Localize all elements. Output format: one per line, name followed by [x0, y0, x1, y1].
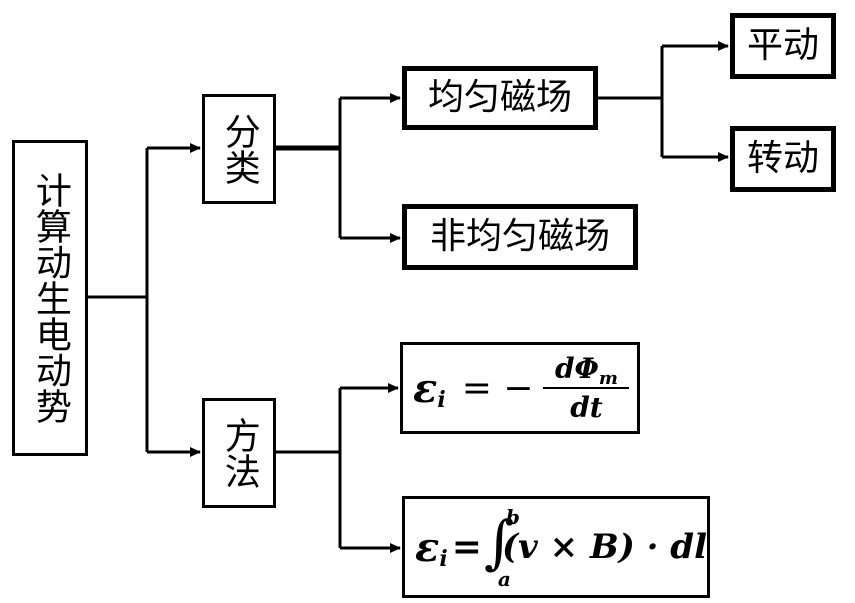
flux-denominator: dt — [570, 391, 603, 424]
integral-formula-node: ε i = ∫ b a (v × B) · dl — [402, 496, 710, 598]
nonuniform-field-label: 非均匀磁场 — [429, 216, 610, 257]
rotation-label: 转动 — [746, 138, 819, 179]
flux-fraction: dΦ m dt — [543, 352, 630, 424]
nonuniform-field-node: 非均匀磁场 — [402, 204, 638, 270]
classification-node: 分类 — [202, 94, 276, 204]
flux-formula-node: ε i = − dΦ m dt — [400, 342, 640, 434]
uniform-field-label: 均匀磁场 — [427, 77, 572, 118]
integral-body: (v × B) · dl — [501, 527, 707, 567]
fraction-bar — [543, 387, 630, 389]
root-label: 计算动生电动势 — [29, 172, 71, 424]
integral-glyph: ∫ — [483, 508, 515, 576]
flux-numerator-subscript: m — [598, 368, 618, 389]
flux-numerator: dΦ — [554, 352, 599, 385]
translation-node: 平动 — [730, 13, 836, 79]
root-node: 计算动生电动势 — [12, 140, 88, 456]
classification-label: 分类 — [218, 113, 260, 185]
translation-label: 平动 — [746, 25, 819, 66]
method-node: 方法 — [202, 398, 276, 508]
integral-emf-subscript: i — [439, 546, 448, 572]
flux-emf-subscript: i — [437, 387, 446, 413]
integral-emf-symbol: ε — [415, 523, 440, 571]
integral-equals: = — [451, 526, 482, 568]
flux-emf-symbol: ε — [413, 364, 438, 412]
integral-lower-limit: a — [497, 567, 511, 591]
uniform-field-node: 均匀磁场 — [402, 66, 598, 130]
method-label: 方法 — [218, 417, 260, 489]
integral-upper-limit: b — [505, 505, 520, 529]
rotation-node: 转动 — [730, 126, 836, 192]
flux-equals-minus: = − — [461, 367, 534, 409]
integral-sign: ∫ b a — [484, 505, 520, 591]
